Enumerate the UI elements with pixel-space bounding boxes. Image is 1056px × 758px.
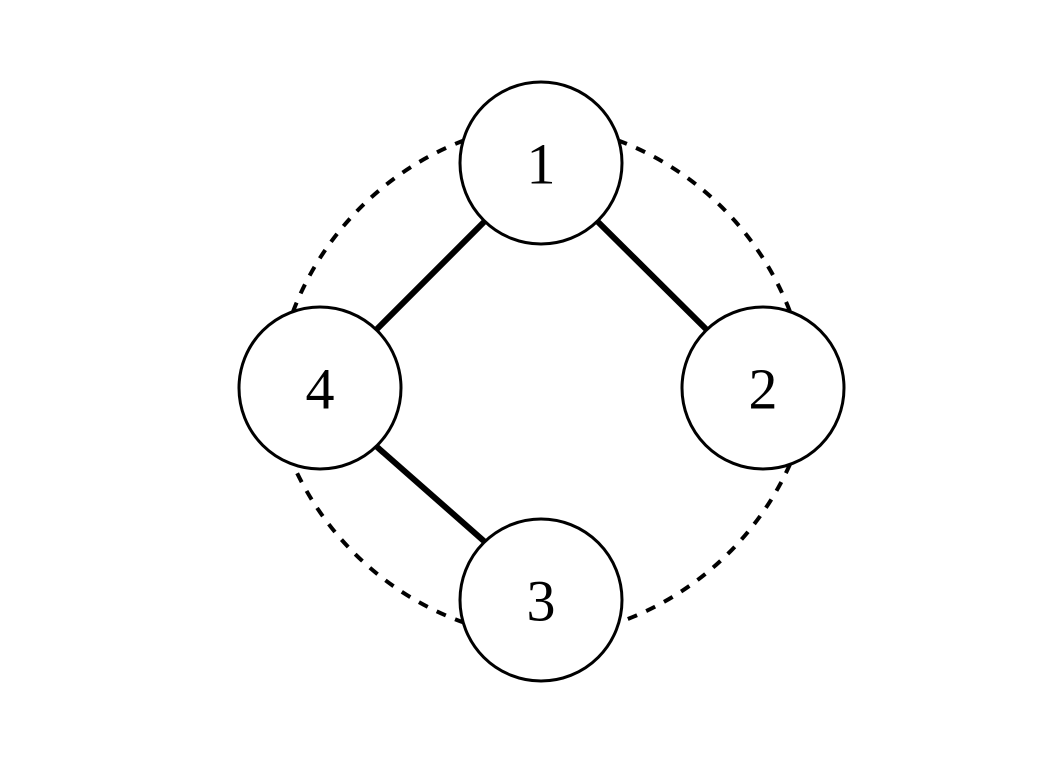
node-3[interactable]: 3 xyxy=(458,517,624,683)
solid-edge-1-4 xyxy=(374,219,487,332)
node-label-1: 1 xyxy=(527,132,556,197)
dashed-arc-1-2 xyxy=(616,138,792,313)
solid-edge-1-2 xyxy=(595,219,709,332)
node-circle-2[interactable] xyxy=(680,305,846,471)
node-label-2: 2 xyxy=(749,357,778,422)
node-label-3: 3 xyxy=(527,569,556,634)
dashed-arc-3-4 xyxy=(291,463,466,625)
node-2[interactable]: 2 xyxy=(680,305,846,471)
node-circle-1[interactable] xyxy=(458,80,624,246)
node-4[interactable]: 4 xyxy=(237,305,403,471)
node-circle-3[interactable] xyxy=(458,517,624,683)
node-circle-4[interactable] xyxy=(237,305,403,471)
node-label-4: 4 xyxy=(306,357,335,422)
dashed-arc-2-3 xyxy=(616,463,792,625)
dashed-arcs-group xyxy=(291,138,792,625)
solid-edges-group xyxy=(374,219,709,544)
dashed-arc-4-1 xyxy=(291,138,466,313)
solid-edge-4-3 xyxy=(374,444,487,544)
nodes-group: 1 2 3 4 xyxy=(237,80,846,683)
node-1[interactable]: 1 xyxy=(458,80,624,246)
